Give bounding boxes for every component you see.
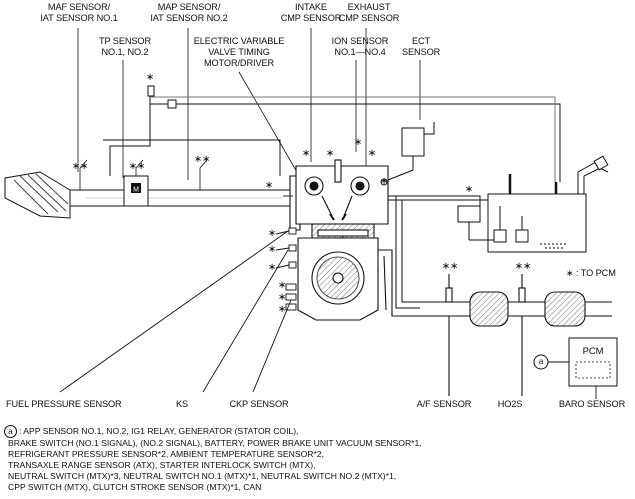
marker-af: ∗∗ [441, 261, 459, 272]
label-ks: KS [175, 399, 189, 409]
pcm-module [533, 337, 618, 399]
marker-fuel-tank: ∗ [464, 184, 474, 195]
svg-text:M: M [133, 187, 139, 194]
marker-ho2s: ∗∗ [514, 261, 532, 272]
label-fuel-pressure: FUEL PRESSURE SENSOR [6, 399, 122, 409]
throttle-body: M [123, 175, 149, 207]
label-ckp: CKP SENSOR [229, 399, 289, 409]
footnote-line-2: BRAKE SWITCH (NO.1 SIGNAL), (NO.2 SIGNAL… [8, 438, 422, 448]
footnote-line-6: CPP SWITCH (MTX), CLUTCH STROKE SENSOR (… [8, 482, 262, 492]
marker-intake-left: ∗ [264, 180, 274, 191]
marker-tp: ∗∗ [128, 161, 146, 172]
coolant-reservoir [380, 122, 435, 186]
footnote-line-1: a: APP SENSOR NO.1, NO.2, IG1 RELAY, GEN… [4, 425, 632, 438]
marker-ckp-1: ∗ [277, 280, 287, 291]
marker-exhaust-cmp: ∗ [367, 148, 377, 159]
marker-ks: ∗ [267, 244, 277, 255]
label-circle-a: a [538, 357, 544, 366]
marker-ckp-2: ∗ [277, 292, 287, 303]
exhaust-system [378, 249, 612, 396]
fuel-tank [457, 155, 609, 253]
marker-ect: ∗ [379, 176, 389, 187]
label-baro: BARO SENSOR [558, 399, 626, 409]
footnote-line-4: TRANSAXLE RANGE SENSOR (ATX), STARTER IN… [8, 460, 316, 470]
footnote-inputs: a: APP SENSOR NO.1, NO.2, IG1 RELAY, GEN… [4, 425, 632, 493]
marker-intake-cmp: ∗ [301, 148, 311, 159]
label-maf-iat: MAF SENSOR/IAT SENSOR NO.1 [40, 2, 118, 23]
marker-evvt: ∗ [325, 148, 335, 159]
air-cleaner [4, 171, 71, 219]
marker-side-3: ∗ [267, 262, 277, 273]
intake-duct [70, 189, 290, 207]
marker-ckp-3: ∗ [277, 304, 287, 315]
sensor-wires [77, 28, 421, 190]
purge-lines [388, 195, 488, 309]
vacuum-hoses [103, 85, 561, 182]
marker-ion: ∗ [353, 137, 363, 148]
footnote-line-3: REFRIGERANT PRESSURE SENSOR*2, AMBIENT T… [8, 449, 324, 459]
marker-vacuum: ∗ [145, 72, 155, 83]
label-to-pcm: ∗ : TO PCM [566, 268, 616, 278]
marker-map: ∗∗ [193, 154, 211, 165]
engine [295, 159, 389, 321]
label-map-iat: MAP SENSOR/IAT SENSOR NO.2 [150, 2, 228, 23]
footnote-line-5: NEUTRAL SWITCH (MTX)*3, NEUTRAL SWITCH N… [8, 471, 397, 481]
label-af: A/F SENSOR [416, 399, 472, 409]
engine-side-sensors [59, 195, 297, 393]
label-ho2s: HO2S [497, 399, 523, 409]
marker-maf: ∗∗ [71, 161, 89, 172]
label-pcm: PCM [582, 346, 604, 357]
circle-a-marker: a [4, 425, 17, 438]
marker-fuel-pressure: ∗ [267, 228, 277, 239]
